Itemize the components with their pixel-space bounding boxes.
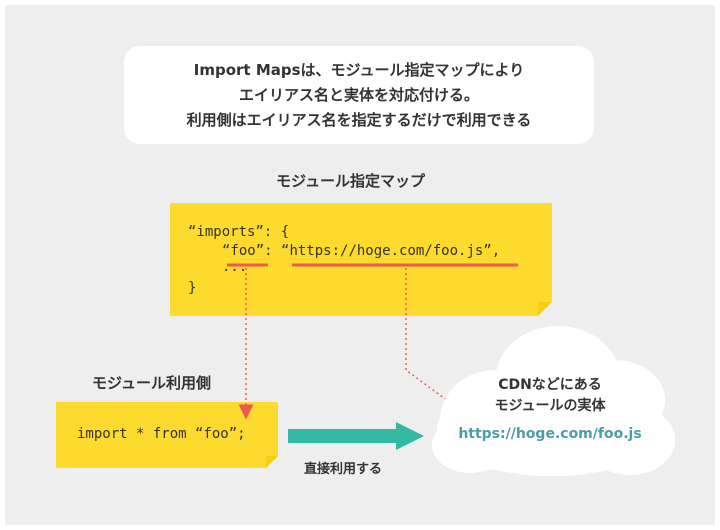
entry-colon: :	[264, 243, 282, 259]
explanation-line-3: 利用側はエイリアス名を指定するだけで利用できる	[186, 110, 532, 129]
cdn-url: https://hoge.com/foo.js	[458, 426, 642, 442]
cdn-cloud	[432, 326, 675, 476]
cdn-line-2: モジュールの実体	[494, 398, 606, 414]
direct-use-arrow	[288, 422, 424, 450]
import-map-line-open: “imports”: {	[188, 224, 290, 240]
import-map-ellipsis: ...	[222, 259, 248, 275]
consumer-title: モジュール利用側	[92, 374, 211, 392]
import-map-note	[170, 203, 552, 316]
target-url: “https://hoge.com/foo.js”	[281, 243, 492, 259]
explanation-line-1: Import Mapsは、モジュール指定マップにより	[193, 60, 525, 79]
import-map-line-close: }	[188, 280, 197, 296]
cdn-description: CDNなどにある モジュールの実体	[470, 375, 630, 417]
import-map-entry: “foo”: “https://hoge.com/foo.js”,	[222, 243, 500, 259]
consumer-code: import * from “foo”;	[77, 426, 246, 442]
url-link-arrow	[405, 268, 467, 415]
note-fold	[538, 302, 552, 316]
explanation-line-2: エイリアス名と実体を対応付ける。	[238, 85, 479, 104]
explanation-bubble: Import Mapsは、モジュール指定マップにより エイリアス名と実体を対応付…	[124, 46, 594, 144]
cdn-line-1: CDNなどにある	[498, 377, 602, 393]
note-fold	[266, 456, 278, 468]
direct-use-label: 直接利用する	[304, 462, 383, 477]
alias-key: “foo”	[222, 243, 265, 259]
entry-comma: ,	[491, 243, 501, 259]
import-map-title: モジュール指定マップ	[276, 172, 425, 190]
